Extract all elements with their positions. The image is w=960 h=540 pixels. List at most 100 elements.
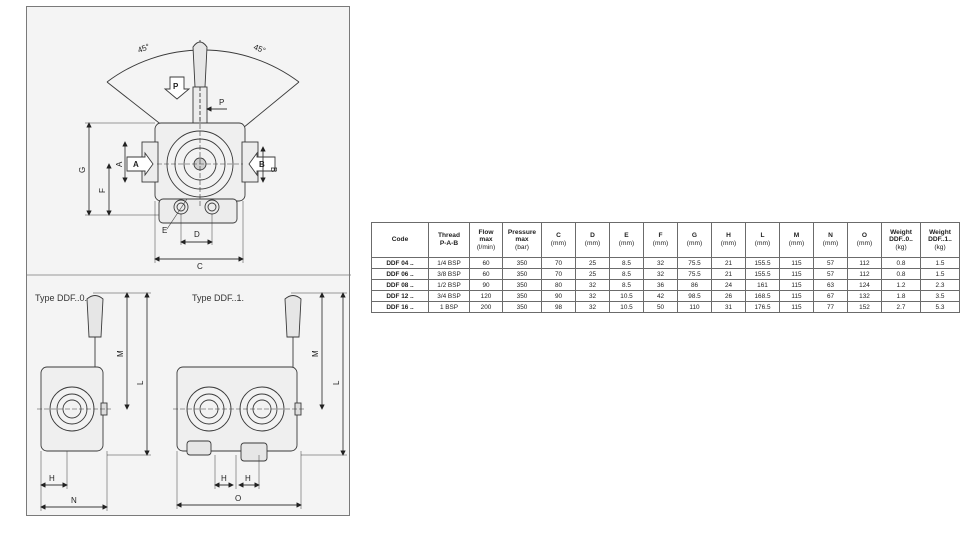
valve-handle: [192, 41, 208, 88]
dim-a-label: A: [115, 161, 124, 167]
table-cell: 50: [643, 301, 678, 313]
table-cell: 26: [711, 290, 746, 302]
column-header: N(mm): [813, 222, 848, 258]
table-cell: 110: [677, 301, 712, 313]
column-header-title: max: [515, 236, 529, 244]
column-header-title: D: [590, 232, 595, 240]
table-cell: 115: [779, 279, 814, 291]
table-cell: 32: [643, 268, 678, 280]
column-header: D(mm): [575, 222, 610, 258]
dim-f-label: F: [98, 188, 107, 193]
table-cell: 115: [779, 268, 814, 280]
dim-n-label: N: [71, 496, 77, 505]
dim-m-label-0: M: [116, 350, 125, 357]
table-cell: 350: [502, 279, 542, 291]
column-header-title: M: [793, 232, 800, 240]
table-cell: 32: [575, 279, 610, 291]
angle-right-label: 45°: [252, 43, 267, 56]
table-cell: 132: [847, 290, 882, 302]
table-cell: 60: [469, 268, 503, 280]
table-cell: 57: [813, 257, 848, 269]
column-header: M(mm): [779, 222, 814, 258]
table-cell: 115: [779, 290, 814, 302]
dim-p-label: P: [219, 98, 224, 107]
table-cell: 57: [813, 268, 848, 280]
column-header-unit: (mm): [686, 240, 703, 247]
table-cell: 1.2: [881, 279, 921, 291]
table-cell: 32: [575, 301, 610, 313]
column-header: E(mm): [609, 222, 644, 258]
column-header-title: L: [760, 232, 765, 240]
table-cell: 90: [541, 290, 576, 302]
table-cell: 161: [745, 279, 780, 291]
table-cell: 75.5: [677, 268, 712, 280]
column-header: G(mm): [677, 222, 712, 258]
table-cell: 70: [541, 257, 576, 269]
column-header-title: Code: [391, 236, 409, 244]
column-header-unit: (mm): [856, 240, 873, 247]
table-cell: 115: [779, 257, 814, 269]
product-code-cell: DDF 12 ..: [371, 290, 429, 302]
table-cell: 8.5: [609, 257, 644, 269]
column-header-title: H: [726, 232, 731, 240]
column-header-title: P-A-B: [439, 240, 459, 247]
table-cell: 124: [847, 279, 882, 291]
table-cell: 152: [847, 301, 882, 313]
table-cell: 25: [575, 268, 610, 280]
table-cell: 10.5: [609, 290, 644, 302]
column-header-unit: (mm): [822, 240, 839, 247]
dim-h-label-0: H: [49, 474, 55, 483]
table-cell: 8.5: [609, 279, 644, 291]
table-cell: 32: [575, 290, 610, 302]
table-cell: 350: [502, 257, 542, 269]
table-cell: 86: [677, 279, 712, 291]
table-cell: 1 BSP: [428, 301, 470, 313]
port-a-label: A: [133, 160, 139, 169]
table-cell: 98: [541, 301, 576, 313]
port-p-label: P: [173, 82, 179, 91]
table-cell: 36: [643, 279, 678, 291]
product-code-cell: DDF 04 ..: [371, 257, 429, 269]
column-header-title: DDF..1..: [928, 236, 952, 244]
column-header-title: Thread: [438, 232, 460, 240]
table-cell: 120: [469, 290, 503, 302]
column-header: Code: [371, 222, 429, 258]
column-header: O(mm): [847, 222, 882, 258]
product-code-cell: DDF 16 ..: [371, 301, 429, 313]
column-header-unit: (mm): [550, 240, 567, 247]
table-cell: 176.5: [745, 301, 780, 313]
table-cell: 0.8: [881, 257, 921, 269]
table-cell: 98.5: [677, 290, 712, 302]
column-header-title: Weight: [929, 228, 951, 236]
dim-l-label-1: L: [332, 380, 341, 385]
table-cell: 21: [711, 257, 746, 269]
type-0-label: Type DDF..0.: [35, 293, 87, 303]
dim-e-label: E: [162, 226, 167, 235]
dim-d-label: D: [194, 230, 200, 239]
column-header: F(mm): [643, 222, 678, 258]
column-header: L(mm): [745, 222, 780, 258]
table-cell: 80: [541, 279, 576, 291]
column-header-unit: (l/min): [476, 243, 496, 251]
table-cell: 112: [847, 257, 882, 269]
table-cell: 25: [575, 257, 610, 269]
table-cell: 350: [502, 301, 542, 313]
port-b-label: B: [259, 160, 265, 169]
table-cell: 63: [813, 279, 848, 291]
table-cell: 67: [813, 290, 848, 302]
table-cell: 200: [469, 301, 503, 313]
table-cell: 1.5: [920, 268, 960, 280]
table-cell: 21: [711, 268, 746, 280]
dim-h-label-1b: H: [245, 474, 251, 483]
type-1-label: Type DDF..1.: [192, 293, 244, 303]
column-header-unit: (kg): [895, 243, 907, 251]
table-cell: 3.5: [920, 290, 960, 302]
column-header-unit: (mm): [652, 240, 669, 247]
